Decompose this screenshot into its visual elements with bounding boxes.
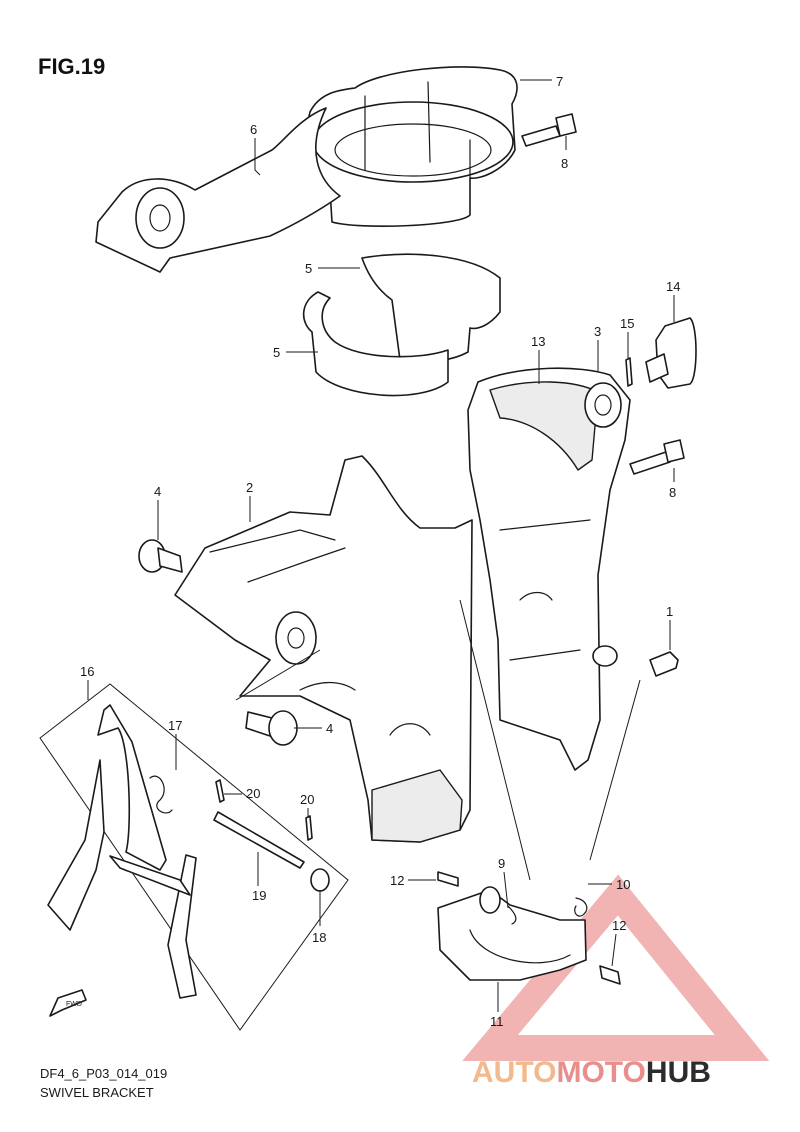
bracket-detail (299, 681, 431, 736)
watermark-auto: AUTO (472, 1056, 556, 1089)
leader-9 (503, 871, 509, 909)
case-ribs (499, 519, 591, 661)
callout-10: 10 (616, 877, 630, 892)
callout-18: 18 (312, 930, 326, 945)
callout-17: 17 (168, 718, 182, 733)
callout-numbers: 7 8 6 5 5 13 3 15 14 8 4 2 4 1 16 17 20 … (80, 74, 680, 1029)
bolt-shank (157, 547, 183, 573)
arm-boss-hole (149, 204, 171, 232)
steering-arm-6 (95, 107, 341, 273)
callout-19: 19 (252, 888, 266, 903)
kit-pin-20b (305, 815, 313, 841)
part-bolt-4-upper (138, 539, 183, 573)
kit-lever-right (167, 854, 197, 999)
bracket-tilt-hole (287, 627, 305, 649)
leader-6 (254, 138, 261, 176)
fwd-label: FWD (66, 1001, 82, 1008)
leader-12-right (611, 933, 617, 967)
callout-8-upper: 8 (561, 156, 568, 171)
assembly-guides (235, 599, 641, 881)
callout-5-lower: 5 (273, 345, 280, 360)
callout-6: 6 (250, 122, 257, 137)
bolt-flange (268, 710, 298, 746)
bolt-shank (245, 711, 273, 737)
callout-20a: 20 (246, 786, 260, 801)
part-kit-16 (39, 683, 349, 1031)
case-pivot-boss (584, 382, 622, 428)
bolt-head (663, 439, 685, 463)
kit-lever-leg (47, 759, 105, 931)
bolt-shank (629, 451, 671, 475)
clamp-ring-rim (312, 101, 514, 183)
arm-boss (135, 187, 185, 249)
part-pin-15 (625, 357, 633, 387)
case-liner-13 (489, 381, 599, 471)
figure-title: FIG.19 (38, 54, 105, 79)
kit-pin-20a (215, 779, 225, 803)
figure-name: SWIVEL BRACKET (40, 1085, 154, 1100)
fwd-arrow: FWD (49, 989, 87, 1017)
bolt-shank (521, 125, 561, 147)
figure-code: DF4_6_P03_014_019 (40, 1066, 167, 1081)
bolt-head (555, 113, 577, 137)
knob-stem (645, 353, 669, 383)
callout-12-left: 12 (390, 873, 404, 888)
watermark-hub: HUB (646, 1056, 711, 1089)
kit-spring-17 (149, 775, 173, 814)
callout-9: 9 (498, 856, 505, 871)
watermark-moto: MOTO (556, 1056, 645, 1089)
callout-4-lower: 4 (326, 721, 333, 736)
stopper-ear (479, 886, 501, 914)
callout-13: 13 (531, 334, 545, 349)
callout-5-upper: 5 (305, 261, 312, 276)
part-stopper-11 (437, 886, 587, 981)
stopper-edge (469, 929, 571, 964)
bracket-body (174, 455, 473, 843)
part-spring-10 (574, 897, 588, 917)
part-knob-14 (645, 317, 697, 389)
part-spring-9 (507, 905, 517, 925)
bracket-ribs (209, 529, 346, 583)
grease-boss (592, 645, 618, 667)
watermark-text: AUTOMOTOHUB (472, 1056, 711, 1089)
callout-12-right: 12 (612, 918, 626, 933)
clamp-ring-inner (334, 123, 492, 177)
leader-lines (87, 79, 675, 1012)
part-swivel-case (467, 367, 631, 771)
kit-washer-18 (310, 868, 330, 892)
clamp-ring-ribs (364, 81, 471, 179)
case-pivot-hole (594, 394, 612, 416)
callout-7: 7 (556, 74, 563, 89)
part-bolt-8-upper (521, 113, 577, 147)
kit-bar (109, 855, 191, 896)
callout-2: 2 (246, 480, 253, 495)
part-bolt-12-left (437, 871, 459, 887)
callout-4-upper: 4 (154, 484, 161, 499)
callout-14: 14 (666, 279, 680, 294)
callout-16: 16 (80, 664, 94, 679)
part-bushings-5 (302, 253, 501, 397)
part-grease-nipple-1 (649, 651, 679, 677)
swivel-case-3 (467, 367, 631, 771)
bracket-lower-tube (371, 769, 463, 843)
part-bolt-4-lower (245, 710, 298, 746)
part-bolt-12-right (599, 965, 621, 985)
callout-11: 11 (490, 1014, 504, 1029)
callout-20b: 20 (300, 792, 314, 807)
kit-lever-left (97, 704, 167, 871)
callout-15: 15 (620, 316, 634, 331)
kit-shaft-19 (213, 811, 305, 869)
callout-3: 3 (594, 324, 601, 339)
part-bolt-8-right (629, 439, 685, 475)
stopper-body (437, 889, 587, 981)
bushing-lower (302, 291, 449, 397)
callout-1: 1 (666, 604, 673, 619)
callout-8-right: 8 (669, 485, 676, 500)
bushing-upper (361, 253, 501, 363)
part-steering-bracket (95, 66, 518, 273)
part-swivel-bracket-2 (174, 455, 473, 843)
fwd-arrow-shape (49, 989, 87, 1017)
